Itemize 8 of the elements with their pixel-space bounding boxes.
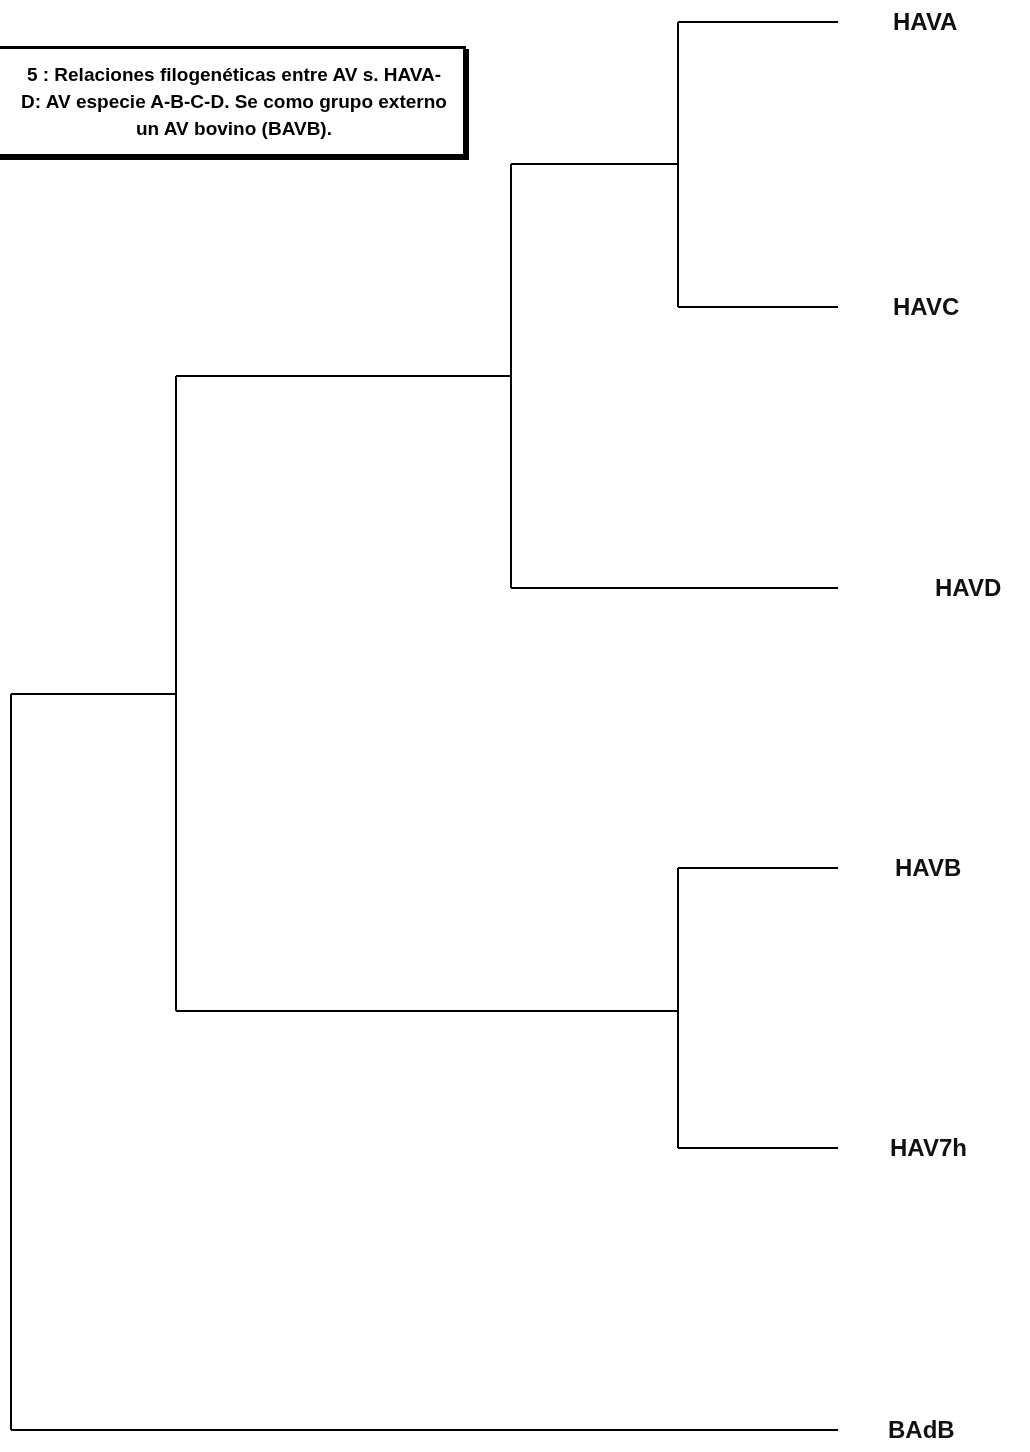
taxon-label: HAVA <box>893 8 958 36</box>
taxon-label: HAVD <box>935 574 1002 602</box>
caption-text: 5 : Relaciones filogenéticas entre AV s. HAVA-D: AV especie A-B-C-D. Se como grupo externo un AV bovino (BAVB). <box>20 63 448 141</box>
taxon-label: BAdB <box>888 1416 955 1444</box>
taxon-label: HAV7h <box>890 1134 967 1162</box>
caption-box <box>0 46 466 157</box>
taxon-label: HAVC <box>893 293 960 321</box>
taxon-label: HAVB <box>895 854 962 882</box>
